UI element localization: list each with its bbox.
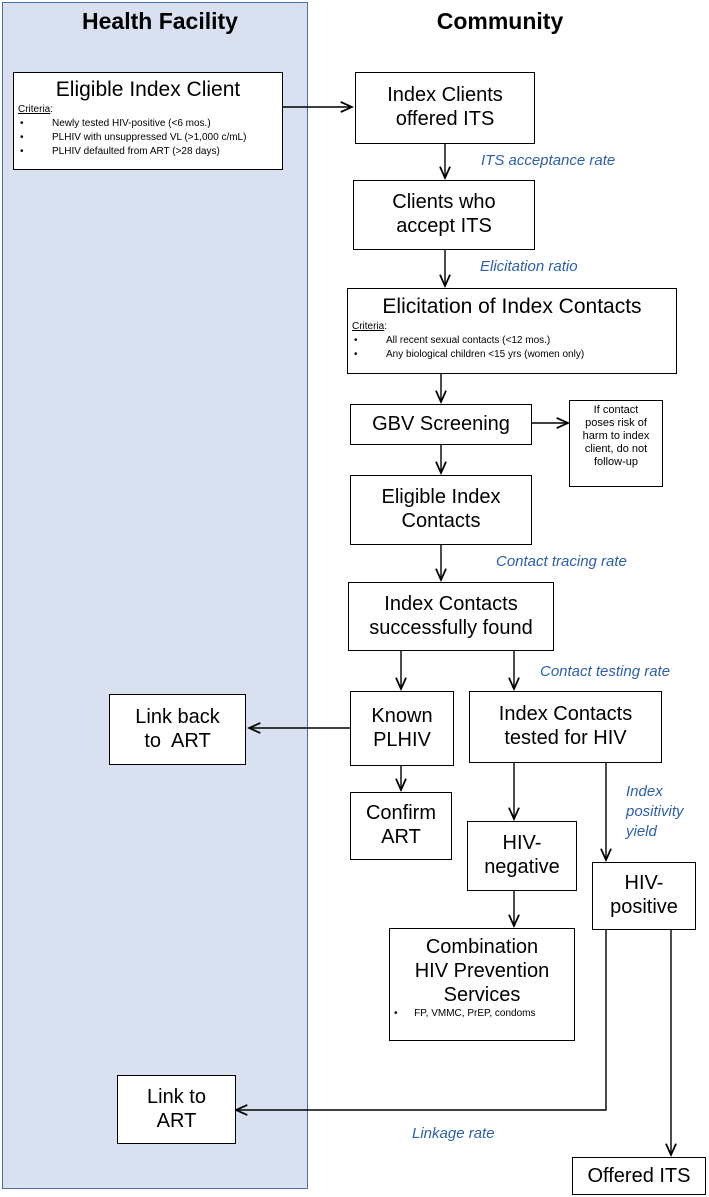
confirm-art-box: Confirm ART — [350, 792, 452, 860]
combination-prevention-box: Combination HIV Prevention Services • FP… — [389, 928, 575, 1041]
criteria-item: All recent sexual contacts (<12 mos.) — [352, 334, 672, 348]
note-line: poses risk of — [585, 417, 647, 429]
box-line: Index Clients — [387, 84, 503, 106]
combination-bullet: • FP, VMMC, PrEP, condoms — [394, 1008, 536, 1019]
box-line: Services — [443, 984, 521, 1006]
box-line: Link back — [135, 706, 220, 728]
known-plhiv-box: Known PLHIV — [350, 691, 454, 766]
health-facility-header: Health Facility — [82, 8, 238, 34]
box-line: to ART — [144, 730, 211, 752]
link-to-art-box: Link to ART — [117, 1075, 236, 1144]
arrow-positive-to-linkart — [236, 930, 607, 1110]
box-line: positive — [610, 896, 678, 918]
box-line: Offered ITS — [587, 1165, 691, 1187]
eligible-index-client-box: Eligible Index Client Criteria: Newly te… — [13, 72, 283, 170]
box-line: HIV- — [502, 832, 542, 854]
clients-accept-its-box: Clients who accept ITS — [353, 180, 535, 250]
criteria-item: Any biological children <15 yrs (women o… — [352, 348, 672, 362]
box-line: accept ITS — [396, 215, 492, 237]
criteria-item: PLHIV with unsuppressed VL (>1,000 c/mL) — [18, 131, 278, 145]
metric-line: yield — [626, 823, 657, 840]
criteria-item: PLHIV defaulted from ART (>28 days) — [18, 145, 278, 159]
box-line: Combination — [425, 936, 539, 958]
metric-line: positivity — [626, 803, 684, 820]
box-line: offered ITS — [395, 108, 495, 130]
note-line: harm to index — [582, 430, 650, 442]
note-line: If contact — [593, 404, 639, 416]
box-line: GBV Screening — [372, 413, 510, 435]
contacts-tested-box: Index Contacts tested for HIV — [469, 691, 662, 763]
elicitation-ratio-label: Elicitation ratio — [480, 258, 578, 275]
gbv-risk-note-box: If contact poses risk of harm to index c… — [569, 400, 663, 487]
box-line: ART — [156, 1110, 197, 1132]
box-line: Link to — [147, 1086, 206, 1108]
contact-tracing-rate-label: Contact tracing rate — [496, 553, 627, 570]
criteria-item: Newly tested HIV-positive (<6 mos.) — [18, 117, 278, 131]
contact-testing-rate-label: Contact testing rate — [540, 663, 671, 680]
elicitation-criteria: All recent sexual contacts (<12 mos.) An… — [352, 334, 672, 362]
gbv-screening-box: GBV Screening — [350, 404, 532, 445]
eligible-index-contacts-box: Eligible Index Contacts — [350, 475, 532, 545]
box-line: HIV- — [624, 872, 664, 894]
box-line: successfully found — [369, 617, 533, 639]
offered-its-box: Offered ITS — [572, 1157, 706, 1195]
link-back-art-box: Link back to ART — [109, 694, 246, 765]
contacts-found-box: Index Contacts successfully found — [348, 582, 554, 651]
its-acceptance-rate-label: ITS acceptance rate — [481, 152, 616, 169]
note-line: client, do not — [584, 443, 648, 455]
linkage-rate-label: Linkage rate — [412, 1125, 495, 1142]
eligible-index-client-criteria: Newly tested HIV-positive (<6 mos.) PLHI… — [18, 117, 278, 159]
combination-bullet-text: FP, VMMC, PrEP, condoms — [414, 1008, 536, 1019]
box-line: HIV Prevention — [414, 960, 550, 982]
elicitation-criteria-label: Criteria: — [352, 321, 388, 332]
hiv-negative-box: HIV- negative — [467, 821, 577, 891]
box-line: Confirm — [365, 802, 436, 824]
note-line: follow-up — [593, 456, 639, 468]
elicitation-title: Elicitation of Index Contacts — [382, 295, 642, 318]
box-line: PLHIV — [373, 729, 431, 751]
index-positivity-yield-label: Index positivity yield — [626, 782, 684, 842]
box-line: tested for HIV — [504, 727, 627, 749]
box-line: Contacts — [401, 510, 481, 532]
box-line: Clients who — [392, 191, 496, 213]
box-line: Eligible Index — [381, 486, 501, 508]
eligible-index-client-title: Eligible Index Client — [55, 78, 241, 101]
box-line: Index Contacts — [498, 703, 633, 725]
hiv-positive-box: HIV- positive — [592, 862, 696, 930]
community-header: Community — [436, 8, 564, 34]
index-clients-offered-box: Index Clients offered ITS — [355, 72, 535, 144]
elicitation-box: Elicitation of Index Contacts Criteria: … — [347, 288, 677, 374]
box-line: Known — [371, 705, 433, 727]
health-facility-panel — [2, 2, 308, 1189]
box-line: Index Contacts — [384, 593, 518, 615]
box-line: ART — [381, 826, 421, 848]
box-line: negative — [484, 856, 560, 878]
metric-line: Index — [626, 783, 663, 800]
eligible-index-client-criteria-label: Criteria: — [18, 104, 54, 115]
